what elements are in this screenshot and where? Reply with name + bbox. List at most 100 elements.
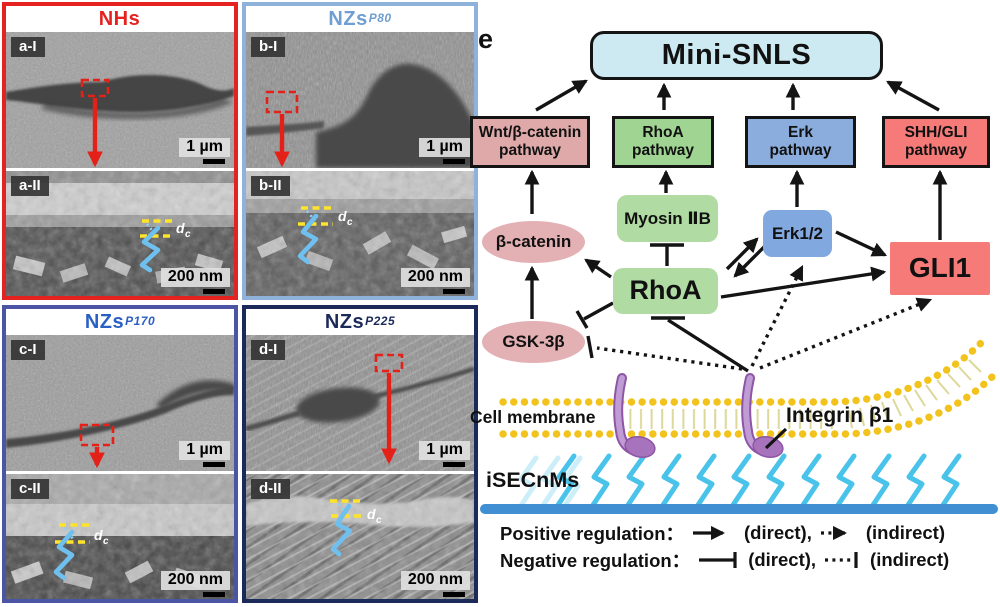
sublabel-b2: b-II bbox=[251, 176, 290, 197]
rhoa-pathway-line2: pathway bbox=[631, 142, 694, 159]
legend-positive-row: Positive regulation： (direct), (indirect… bbox=[500, 520, 945, 546]
scale-chip-c2: 200 nm bbox=[160, 571, 230, 590]
sem-image-d1: d-I 1 µm bbox=[246, 335, 474, 471]
indirect-negative-tick bbox=[586, 335, 594, 359]
scale-bar-d2 bbox=[443, 592, 465, 597]
mini-snls-box: Mini-SNLS bbox=[590, 31, 883, 80]
sublabel-a1: a-I bbox=[11, 37, 45, 58]
legend-negative-indirect: (indirect) bbox=[870, 549, 950, 570]
erk-pathway-line1: Erk bbox=[787, 124, 813, 142]
cell-process-squiggle bbox=[330, 503, 353, 557]
erk-pathway-box: Erk pathway bbox=[745, 116, 856, 168]
scale-bar-b2 bbox=[443, 289, 465, 294]
scale-chip-b1: 1 µm bbox=[419, 138, 470, 157]
dc-label: d bbox=[367, 506, 376, 522]
legend-positive-indirect: (indirect) bbox=[865, 522, 945, 543]
dc-label-sub: c bbox=[376, 515, 382, 526]
integrin-receptor-left bbox=[613, 373, 656, 459]
sublabel-d2: d-II bbox=[251, 479, 290, 500]
legend-positive-label: Positive regulation： bbox=[500, 523, 685, 544]
sem-image-b2: d c b-II 200 nm bbox=[246, 171, 474, 296]
dc-label: d bbox=[94, 527, 103, 543]
substrate-bar bbox=[480, 504, 998, 514]
sem-image-b1: b-I 1 µm bbox=[246, 32, 474, 168]
scale-chip-a2: 200 nm bbox=[160, 268, 230, 287]
panel-d-title-sup: P225 bbox=[365, 314, 396, 328]
sublabel-a2: a-II bbox=[11, 176, 49, 197]
cell-membrane-label: Cell membrane bbox=[470, 407, 596, 427]
erk-pathway-line2: pathway bbox=[769, 142, 832, 159]
dc-label-sub: c bbox=[347, 217, 353, 228]
scale-bar-c1 bbox=[203, 462, 225, 467]
erk12-node: Erk1/2 bbox=[763, 210, 832, 257]
gsk3b-node: GSK-3β bbox=[482, 321, 585, 363]
solid-tbar-icon bbox=[699, 552, 737, 568]
dc-annotation-a: d c bbox=[139, 219, 191, 273]
panel-d-title-text: NZs bbox=[324, 310, 365, 333]
sem-image-a1: a-I 1 µm bbox=[6, 32, 234, 168]
panel-b-title-text: NZs bbox=[328, 7, 368, 30]
sem-image-c2: d c c-II 200 nm bbox=[6, 474, 234, 599]
dotted-arrow-icon bbox=[820, 525, 847, 541]
sublabel-b1: b-I bbox=[251, 37, 286, 58]
sem-panel-a: NHs a-I 1 µm bbox=[2, 2, 238, 300]
scale-bar-a1 bbox=[203, 159, 225, 164]
integrin-receptor-right bbox=[741, 373, 784, 459]
integrin-label: Integrin β1 bbox=[786, 404, 894, 427]
dc-label-sub: c bbox=[185, 229, 191, 240]
dc-label-sub: c bbox=[103, 536, 109, 547]
dc-annotation-b: d c bbox=[297, 206, 353, 265]
panel-a-title-text: NHs bbox=[98, 7, 141, 30]
scale-bar-a2 bbox=[203, 289, 225, 294]
dc-label: d bbox=[176, 220, 185, 236]
scale-bar-d1 bbox=[443, 462, 465, 467]
scale-chip-d1: 1 µm bbox=[419, 441, 470, 460]
integrin-pointer-line bbox=[764, 427, 788, 450]
shh-pathway-line1: SHH/GLI bbox=[904, 124, 968, 142]
sem-image-d2: d c d-II 200 nm bbox=[246, 474, 474, 599]
direct-positive-arrows bbox=[524, 79, 948, 319]
isecnm-label: iSECnMs bbox=[486, 468, 580, 492]
rhoa-pathway-line1: RhoA bbox=[642, 124, 684, 142]
dc-annotation-c: d c bbox=[53, 523, 109, 581]
shh-pathway-box: SHH/GLI pathway bbox=[882, 116, 990, 168]
panel-c-title-sup: P170 bbox=[125, 314, 156, 328]
scale-bar-c2 bbox=[203, 592, 225, 597]
sublabel-c2: c-II bbox=[11, 479, 49, 500]
dotted-tbar-icon bbox=[825, 552, 858, 568]
legend-positive-direct: (direct), bbox=[744, 522, 812, 543]
scale-chip-b2: 200 nm bbox=[400, 268, 470, 287]
myosin-iib-node: Myosin ⅡB bbox=[617, 195, 718, 242]
panel-a-title: NHs bbox=[6, 6, 234, 32]
gli1-node: GLI1 bbox=[890, 242, 990, 295]
dc-label: d bbox=[338, 208, 347, 224]
scale-bar-b1 bbox=[443, 159, 465, 164]
sublabel-d1: d-I bbox=[251, 340, 286, 361]
shh-pathway-line2: pathway bbox=[904, 142, 967, 159]
wnt-pathway-box: Wnt/β-catenin pathway bbox=[470, 116, 590, 168]
solid-arrow-icon bbox=[693, 525, 726, 541]
scale-chip-a1: 1 µm bbox=[179, 138, 230, 157]
wnt-pathway-line2: pathway bbox=[498, 142, 561, 159]
legend-negative-direct: (direct), bbox=[748, 549, 817, 570]
cell-process-squiggle bbox=[139, 225, 161, 273]
panel-c-title-text: NZs bbox=[84, 310, 125, 333]
sem-texture-c2: d c bbox=[6, 474, 234, 599]
rhoa-node: RhoA bbox=[613, 268, 718, 314]
cell-process-squiggle bbox=[297, 213, 319, 265]
panel-e-label: e bbox=[478, 24, 494, 54]
scale-chip-d2: 200 nm bbox=[400, 571, 470, 590]
beta-catenin-node: β-catenin bbox=[482, 221, 585, 263]
sublabel-c1: c-I bbox=[11, 340, 45, 361]
dc-annotation-d: d c bbox=[330, 499, 382, 557]
sem-image-a2: d c a-II 200 nm bbox=[6, 171, 234, 296]
legend-negative-label: Negative regulation： bbox=[500, 550, 691, 571]
legend-negative-row: Negative regulation： (direct), (indirect… bbox=[500, 547, 949, 573]
